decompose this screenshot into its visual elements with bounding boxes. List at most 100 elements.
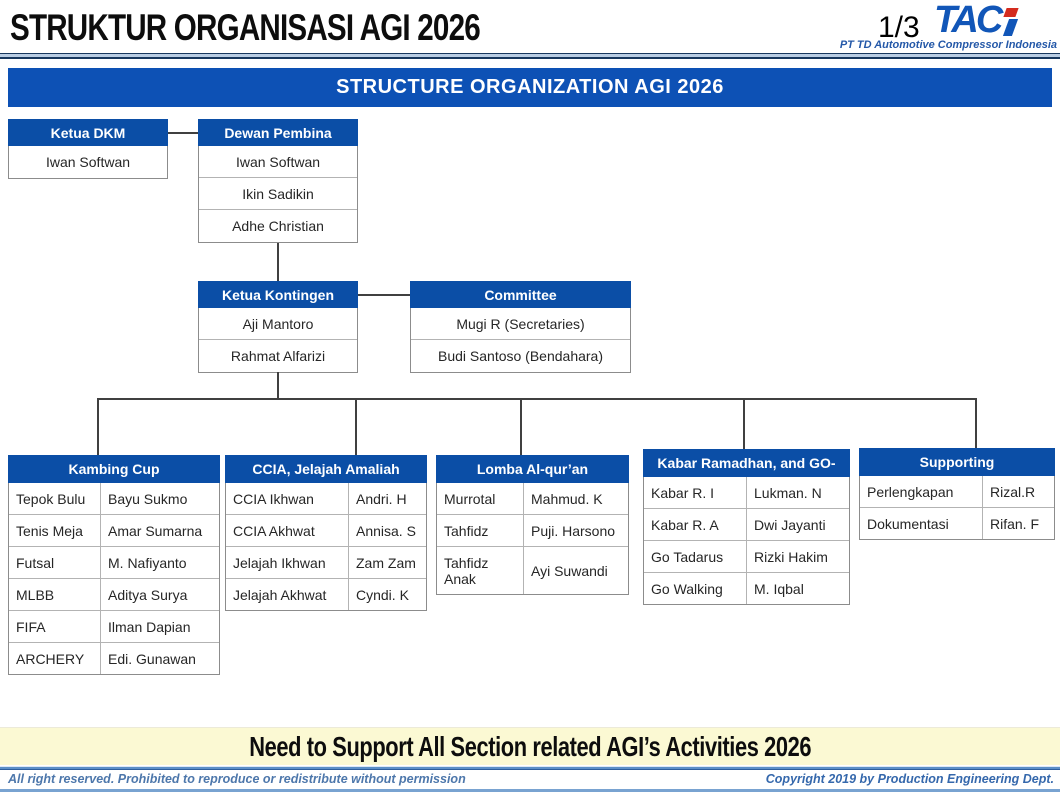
footer-copyright-right: Copyright 2019 by Production Engineering… — [765, 772, 1054, 786]
role-cell: ARCHERY — [9, 643, 101, 674]
connector-line — [358, 294, 410, 296]
role-cell: Tahfidz — [437, 515, 524, 546]
table-row: CCIA Akhwat Annisa. S — [226, 515, 426, 547]
connector-line — [743, 398, 745, 449]
member-row: Mugi R (Secretaries) — [411, 308, 630, 340]
person-cell: Ilman Dapian — [108, 618, 191, 635]
member-row: Rahmat Alfarizi — [230, 348, 326, 364]
member-row: Adhe Christian — [232, 218, 324, 234]
member-row: Iwan Softwan — [45, 154, 131, 170]
section-title: Lomba Al-qur’an — [436, 455, 629, 483]
table-row: ARCHERY Edi. Gunawan — [9, 643, 219, 674]
table-row: Go Walking M. Iqbal — [644, 573, 849, 604]
header-divider — [0, 53, 1060, 59]
member-row: Budi Santoso (Bendahara) — [438, 348, 603, 364]
person-cell: Bayu Sukmo — [108, 490, 188, 507]
table-row: Dokumentasi Rifan. F — [860, 508, 1054, 539]
member-row: Ikin Sadikin — [199, 178, 357, 210]
orgbox-title: Ketua Kontingen — [198, 281, 358, 308]
person-cell: Aditya Surya — [108, 586, 188, 603]
role-cell: CCIA Akhwat — [226, 515, 349, 546]
orgbox-title: Ketua DKM — [8, 119, 168, 146]
role-cell: Kabar R. A — [644, 509, 747, 540]
person-cell: Ayi Suwandi — [531, 562, 608, 579]
person-cell: Puji. Harsono — [531, 522, 616, 539]
person-cell: Annisa. S — [356, 522, 416, 539]
section-title: CCIA, Jelajah Amaliah — [225, 455, 427, 483]
person-cell: Amar Sumarna — [108, 522, 203, 539]
connector-line — [355, 398, 357, 455]
taci-logo: TAC — [934, 0, 1019, 41]
member-row: Aji Mantoro — [199, 308, 357, 340]
connector-line — [97, 398, 99, 455]
role-cell: Tepok Bulu — [9, 483, 101, 514]
footer-divider — [0, 766, 1060, 770]
taci-logo-i-icon — [1003, 7, 1019, 38]
person-cell: Mahmud. K — [531, 490, 603, 507]
person-cell: Lukman. N — [754, 484, 822, 501]
role-cell: FIFA — [9, 611, 101, 642]
table-row: MLBB Aditya Surya — [9, 579, 219, 611]
person-cell: Cyndi. K — [356, 586, 409, 603]
connector-line — [97, 398, 977, 400]
role-cell: Jelajah Akhwat — [226, 579, 349, 610]
table-row: Tepok Bulu Bayu Sukmo — [9, 483, 219, 515]
person-cell: M. Iqbal — [754, 580, 804, 597]
taci-logo-text: TAC — [934, 0, 1003, 41]
connector-line — [277, 243, 279, 281]
role-cell: Futsal — [9, 547, 101, 578]
section-title: Kambing Cup — [8, 455, 220, 483]
role-cell: Murrotal — [437, 483, 524, 514]
person-cell: M. Nafiyanto — [108, 554, 187, 571]
table-row: Tahfidz Puji. Harsono — [437, 515, 628, 547]
person-cell: Rizki Hakim — [754, 548, 828, 565]
connector-line — [520, 398, 522, 455]
orgbox-members: Iwan Softwan — [8, 146, 168, 179]
table-row: Futsal M. Nafiyanto — [9, 547, 219, 579]
support-banner-text: Need to Support All Section related AGI’… — [249, 730, 811, 762]
role-cell: Go Walking — [644, 573, 747, 604]
page-number: 1/3 — [878, 11, 920, 44]
section-title: Kabar Ramadhan, and GO- — [643, 449, 850, 477]
role-cell: Dokumentasi — [860, 508, 983, 539]
role-cell: Go Tadarus — [644, 541, 747, 572]
orgbox-committee: Committee Mugi R (Secretaries)Budi Santo… — [410, 281, 631, 373]
table-row: Jelajah Akhwat Cyndi. K — [226, 579, 426, 610]
connector-line — [168, 132, 198, 134]
person-cell: Rifan. F — [990, 515, 1040, 532]
support-banner: Need to Support All Section related AGI’… — [0, 727, 1060, 765]
section-title: Supporting — [859, 448, 1055, 476]
table-row: Murrotal Mahmud. K — [437, 483, 628, 515]
orgbox-members: Mugi R (Secretaries) Budi Santoso (Bendah… — [410, 308, 631, 373]
member-row: Iwan Softwan — [199, 146, 357, 178]
bottom-edge-line — [0, 789, 1060, 792]
role-cell: MLBB — [9, 579, 101, 610]
person-cell: Edi. Gunawan — [108, 650, 196, 667]
footer-copyright-left: All right reserved. Prohibited to reprod… — [8, 772, 466, 786]
person-cell: Zam Zam — [356, 554, 416, 571]
orgbox-title: Dewan Pembina — [198, 119, 358, 146]
table-row: Tenis Meja Amar Sumarna — [9, 515, 219, 547]
table-row: FIFA Ilman Dapian — [9, 611, 219, 643]
structure-banner: STRUCTURE ORGANIZATION AGI 2026 — [8, 68, 1052, 107]
connector-line — [277, 372, 279, 399]
role-cell: Tenis Meja — [9, 515, 101, 546]
person-cell: Rizal.R — [990, 483, 1036, 500]
person-cell: Andri. H — [356, 490, 407, 507]
page-title: STRUKTUR ORGANISASI AGI 2026 — [10, 7, 481, 48]
